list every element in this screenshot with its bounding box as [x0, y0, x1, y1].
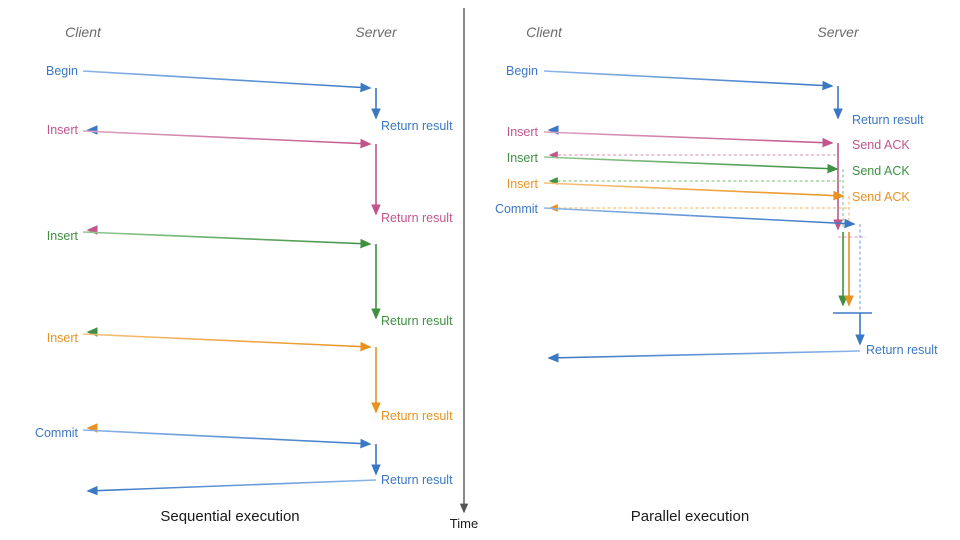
server-message-label: Send ACK — [852, 190, 910, 204]
request-arrow — [82, 429, 372, 449]
response-arrow — [547, 350, 861, 363]
time-axis-label: Time — [450, 516, 478, 531]
client-message-label: Insert — [47, 123, 79, 137]
panel-sequential: Client Server Begin Return result Insert… — [35, 24, 453, 525]
server-message-label: Return result — [381, 119, 453, 133]
request-arrow — [543, 131, 834, 148]
request-arrow — [82, 231, 372, 249]
client-message-label: Insert — [47, 229, 79, 243]
server-message-label: Return result — [381, 211, 453, 225]
client-message-label: Insert — [507, 125, 539, 139]
request-arrow — [543, 70, 834, 91]
client-message-label: Insert — [507, 177, 539, 191]
server-message-label: Send ACK — [852, 164, 910, 178]
server-message-label: Return result — [381, 473, 453, 487]
message-commit-sequential: Commit Return result — [35, 426, 453, 496]
server-actor-label-parallel: Server — [817, 24, 860, 40]
client-message-label: Begin — [506, 64, 538, 78]
message-insert-2-parallel: Insert Send ACK — [507, 151, 910, 307]
message-insert-1-parallel: Insert Send ACK — [507, 125, 910, 238]
request-arrow — [543, 156, 839, 174]
request-arrow — [543, 182, 845, 201]
time-axis: Time — [450, 8, 478, 531]
client-message-label: Commit — [35, 426, 79, 440]
message-begin-parallel: Begin Return result — [506, 64, 924, 135]
client-message-label: Insert — [47, 331, 79, 345]
server-message-label: Return result — [866, 343, 938, 357]
request-arrow — [82, 130, 372, 149]
message-insert-2-sequential: Insert Return result — [47, 229, 453, 337]
message-insert-3-parallel: Insert Send ACK — [507, 177, 910, 307]
server-message-label: Return result — [381, 409, 453, 423]
message-insert-1-sequential: Insert Return result — [47, 123, 453, 235]
server-message-label: Return result — [852, 113, 924, 127]
request-arrow — [82, 70, 372, 93]
response-arrow — [86, 479, 377, 496]
message-insert-3-sequential: Insert Return result — [47, 331, 453, 433]
client-actor-label-sequential: Client — [65, 24, 102, 40]
client-actor-label-parallel: Client — [526, 24, 563, 40]
message-commit-parallel: Commit Return result — [495, 202, 938, 363]
client-message-label: Commit — [495, 202, 539, 216]
client-message-label: Insert — [507, 151, 539, 165]
client-message-label: Begin — [46, 64, 78, 78]
server-message-label: Send ACK — [852, 138, 910, 152]
server-actor-label-sequential: Server — [355, 24, 398, 40]
caption-sequential: Sequential execution — [160, 508, 299, 525]
request-arrow — [82, 333, 372, 352]
message-begin-sequential: Begin Return result — [46, 64, 453, 135]
server-message-label: Return result — [381, 314, 453, 328]
request-arrow — [543, 207, 856, 229]
panel-parallel: Client Server Begin Return result Insert… — [495, 24, 938, 525]
caption-parallel: Parallel execution — [631, 508, 749, 525]
